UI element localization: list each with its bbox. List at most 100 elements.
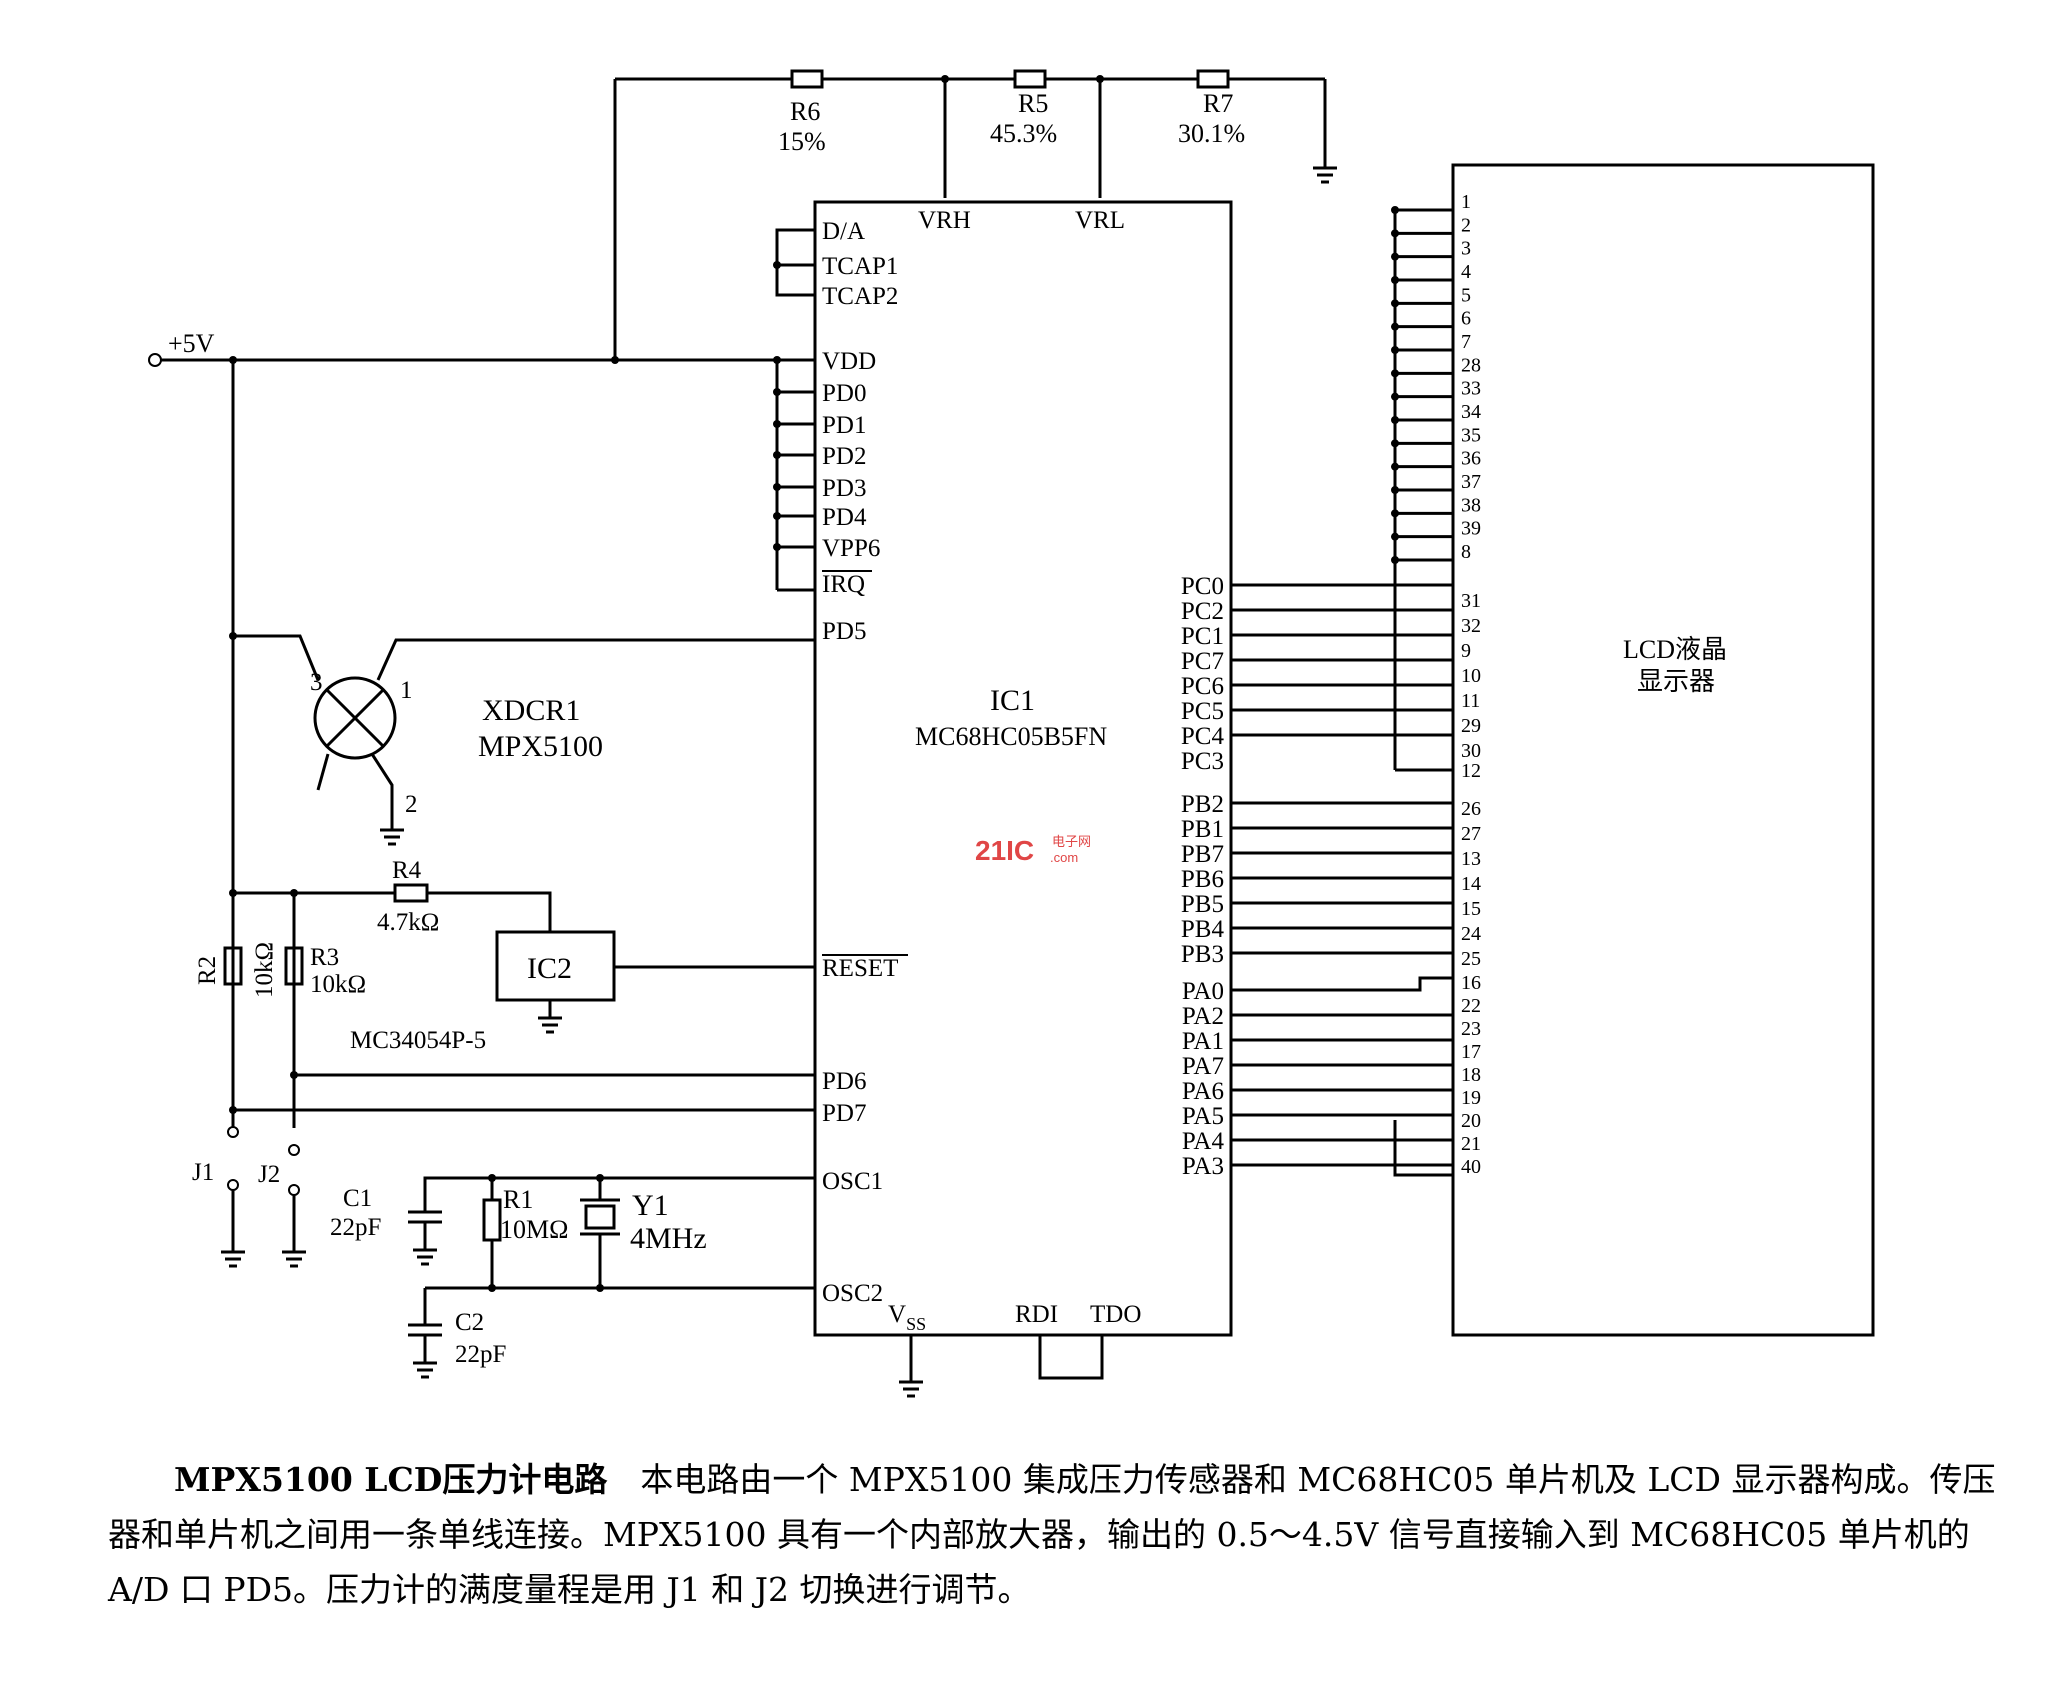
r1-value: 10MΩ — [500, 1215, 568, 1244]
tcap-strap — [773, 228, 815, 297]
range-select-network: R2 10kΩ R3 10kΩ J1 J2 — [192, 889, 815, 1268]
ic1-right-pin-labels: PC0PC2PC1PC7PC6PC5PC4PC3PB2PB1PB7PB6PB5P… — [1181, 573, 1225, 1180]
lcd-pin-label: 18 — [1461, 1064, 1481, 1086]
r4-value: 4.7kΩ — [377, 909, 439, 936]
ic1-part: MC68HC05B5FN — [915, 722, 1107, 751]
ic1-pin-pd5: PD5 — [822, 618, 866, 645]
xdcr-part: MPX5100 — [478, 730, 603, 763]
oscillator-network: C1 22pF R1 10MΩ Y1 4MHz C2 22pF — [330, 1174, 815, 1379]
lcd-pin-label: 21 — [1461, 1133, 1481, 1155]
ic1-pin-reset: RESET — [822, 955, 898, 982]
lcd-display-module: LCD液晶 显示器 123456728333435363738398313291… — [1231, 163, 1875, 1337]
ground-symbol — [538, 1016, 562, 1034]
lcd-title-line2: 显示器 — [1637, 667, 1715, 696]
r1-label: R1 — [503, 1185, 533, 1214]
pressure-sensor-xdcr1: 3 1 2 XDCR1 MPX5100 — [233, 634, 815, 846]
vss-and-serial — [899, 1335, 1104, 1398]
vrh-pin-label: VRH — [918, 207, 971, 234]
ic1-pin-pa4: PA4 — [1182, 1128, 1225, 1155]
lcd-pin-label: 27 — [1461, 823, 1481, 845]
r6-value: 15% — [778, 127, 826, 156]
lcd-pin-label: 40 — [1461, 1156, 1481, 1178]
ic1-pin-osc2: OSC2 — [822, 1280, 883, 1307]
ic1-pin-pc1: PC1 — [1181, 623, 1224, 650]
tdo-pin-label: TDO — [1090, 1301, 1141, 1328]
reset-network: R4 4.7kΩ IC2 MC34054P-5 — [233, 857, 815, 1054]
ic1-pin-pa1: PA1 — [1182, 1028, 1224, 1055]
watermark-text: 21IC — [975, 835, 1034, 866]
caption-body: 本电路由一个 MPX5100 集成压力传感器和 MC68HC05 单片机及 LC… — [108, 1460, 1996, 1609]
ic1-pin-pc3: PC3 — [1181, 748, 1224, 775]
ic1-pin-pa0: PA0 — [1182, 978, 1224, 1005]
ground-symbol — [413, 1248, 437, 1266]
ic1-pin-pb3: PB3 — [1181, 941, 1224, 968]
vss-pin-label: VSS — [888, 1301, 926, 1334]
xdcr-label: XDCR1 — [482, 694, 580, 727]
lcd-pin-label: 10 — [1461, 665, 1481, 687]
supply-rail: +5V — [148, 329, 815, 592]
watermark-logo: 21IC 电子网 .com — [975, 834, 1091, 866]
ic1-pin-vpp6: VPP6 — [822, 535, 880, 562]
jumper-j1 — [227, 1126, 239, 1138]
r3-label: R3 — [310, 944, 339, 971]
r4-label: R4 — [392, 857, 422, 884]
lcd-pin-label: 30 — [1461, 740, 1481, 762]
lcd-pin-label: 38 — [1461, 494, 1481, 516]
ic1-pin-tcap2: TCAP2 — [822, 283, 898, 310]
lcd-pin-label: 33 — [1461, 378, 1481, 400]
caption-title: MPX5100 LCD压力计电路 — [174, 1460, 608, 1499]
ground-symbol — [380, 828, 404, 846]
resistor-r3 — [284, 946, 304, 986]
ic1-pin-d-a: D/A — [822, 218, 865, 245]
c1-label: C1 — [343, 1185, 372, 1212]
lcd-pin-label: 13 — [1461, 848, 1481, 870]
lcd-pin-label: 4 — [1461, 261, 1471, 283]
ic1-pin-pd3: PD3 — [822, 475, 866, 502]
watermark-subtext: 电子网 — [1052, 834, 1091, 849]
ic1-pin-pb7: PB7 — [1181, 841, 1224, 868]
ic1-pin-pc2: PC2 — [1181, 598, 1224, 625]
ic1-pin-pd6: PD6 — [822, 1068, 866, 1095]
lcd-pin-label: 8 — [1461, 541, 1471, 563]
y1-value: 4MHz — [630, 1222, 707, 1255]
lcd-pin-label: 14 — [1461, 873, 1481, 895]
lcd-pin-label: 2 — [1461, 214, 1471, 236]
r7-value: 30.1% — [1178, 119, 1245, 148]
ic1-microcontroller: VRH VRL IC1 MC68HC05B5FN D/ATCAP1TCAP2VD… — [813, 200, 1233, 1337]
ic1-pin-pd7: PD7 — [822, 1100, 866, 1127]
lcd-pin-label: 39 — [1461, 518, 1481, 540]
vrl-pin-label: VRL — [1075, 207, 1125, 234]
rdi-pin-label: RDI — [1015, 1301, 1058, 1328]
y1-label: Y1 — [632, 1189, 669, 1222]
lcd-pin-label: 5 — [1461, 284, 1471, 306]
lcd-pin-label: 24 — [1461, 923, 1481, 945]
ic1-pin-pc0: PC0 — [1181, 573, 1224, 600]
ic1-pin-vdd: VDD — [822, 348, 876, 375]
ic1-pin-pd0: PD0 — [822, 380, 866, 407]
lcd-pin-label: 22 — [1461, 995, 1481, 1017]
lcd-pin-label: 11 — [1461, 690, 1480, 712]
r2-value: 10kΩ — [251, 942, 278, 998]
lcd-pin-label: 17 — [1461, 1041, 1481, 1063]
lcd-wiring: 1234567283334353637383983132910112930122… — [1231, 191, 1481, 1178]
ground-symbol — [899, 1380, 923, 1398]
resistor-r2 — [223, 946, 243, 986]
ic1-pin-pa3: PA3 — [1182, 1153, 1224, 1180]
ic1-left-pin-labels: D/ATCAP1TCAP2VDDPD0PD1PD2PD3PD4VPP6IRQPD… — [822, 218, 908, 1307]
j1-label: J1 — [192, 1159, 214, 1186]
ic1-pin-pa7: PA7 — [1182, 1053, 1224, 1080]
xdcr-pin1: 1 — [400, 677, 413, 704]
r6-label: R6 — [790, 97, 820, 126]
ic1-pin-pb2: PB2 — [1181, 791, 1224, 818]
ground-symbol — [1313, 166, 1337, 184]
watermark-domain: .com — [1050, 850, 1078, 865]
lcd-pin-label: 6 — [1461, 308, 1471, 330]
ic1-pin-pb6: PB6 — [1181, 866, 1224, 893]
r5-label: R5 — [1018, 89, 1048, 118]
ic1-pin-tcap1: TCAP1 — [822, 253, 898, 280]
ic1-pin-pb5: PB5 — [1181, 891, 1224, 918]
reference-divider: R6 15% R5 45.3% R7 30.1% — [613, 69, 1337, 360]
c2-value: 22pF — [455, 1341, 506, 1368]
r2-label: R2 — [194, 956, 221, 985]
ic1-pin-irq: IRQ — [822, 571, 865, 598]
